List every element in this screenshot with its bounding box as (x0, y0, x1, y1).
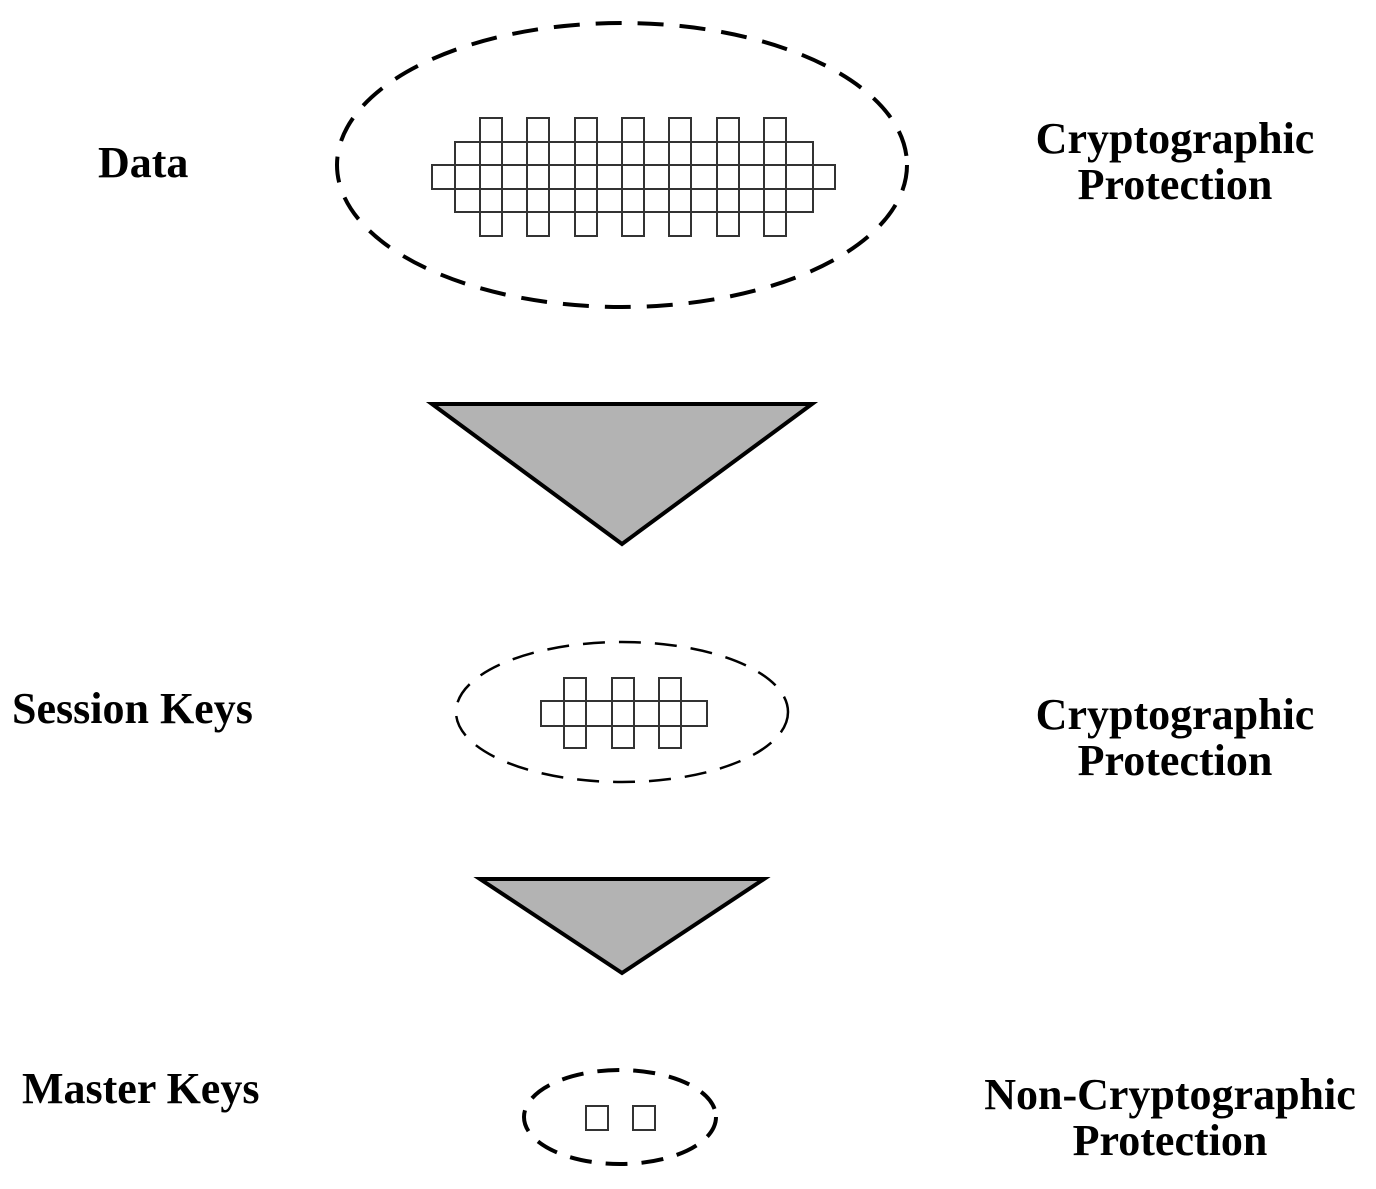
level-label-session-keys: Session Keys (12, 684, 253, 733)
session-keys-blocks (540, 677, 708, 749)
hierarchy-arrow-1 (425, 402, 819, 547)
protection-label-master-keys-line2: Protection (1072, 1116, 1268, 1165)
session-keys-ellipse (454, 640, 790, 784)
protection-label-session-keys: Cryptographic Protection (1000, 692, 1350, 784)
protection-label-master-keys-line1: Non-Cryptographic (984, 1070, 1356, 1119)
data-ellipse (335, 21, 909, 309)
master-keys-ellipse (522, 1068, 718, 1166)
protection-label-data-line2: Protection (1077, 160, 1273, 209)
master-keys-blocks (585, 1105, 656, 1131)
protection-label-data: Cryptographic Protection (1000, 116, 1350, 208)
hierarchy-arrow-2 (473, 877, 771, 976)
level-label-master-keys: Master Keys (22, 1064, 260, 1113)
protection-label-master-keys: Non-Cryptographic Protection (960, 1072, 1376, 1164)
protection-label-session-keys-line2: Protection (1077, 736, 1273, 785)
protection-label-data-line1: Cryptographic (1035, 114, 1315, 163)
data-blocks (431, 117, 836, 237)
level-label-data: Data (98, 138, 189, 187)
protection-label-session-keys-line1: Cryptographic (1035, 690, 1315, 739)
